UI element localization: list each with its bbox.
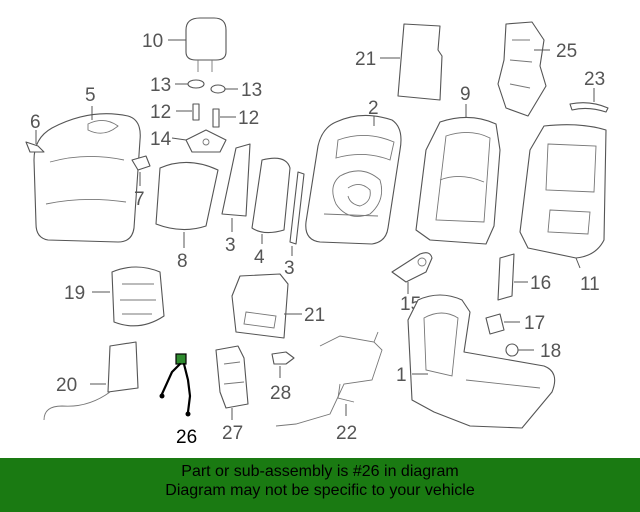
part-23-strip: 23 (569, 69, 609, 113)
part-2-seat-back-foam: 2 (305, 98, 402, 245)
part-15-handle: 15 (391, 252, 433, 315)
part-8-panel: 8 (155, 161, 219, 272)
part-1-seat-assembly: 1 (396, 294, 556, 429)
callout-4: 4 (254, 247, 265, 268)
callout-3-left: 3 (225, 235, 236, 256)
callout-13-left: 13 (150, 75, 171, 96)
part-14-bracket: 14 (150, 129, 227, 153)
part-7-clip: 7 (131, 155, 151, 210)
callout-1: 1 (396, 365, 407, 386)
callout-12-left: 12 (150, 102, 171, 123)
part-25-module: 25 (497, 21, 577, 117)
info-banner: Part or sub-assembly is #26 in diagram D… (0, 458, 640, 512)
callout-24: 21 (355, 49, 376, 70)
callout-8: 8 (177, 251, 188, 272)
callout-19: 19 (64, 283, 85, 304)
part-6-clip: 6 (25, 112, 45, 153)
callout-18: 16 (530, 273, 551, 294)
callout-16: 17 (524, 313, 545, 334)
callout-28: 28 (270, 383, 291, 404)
part-27-bracket: 27 (215, 345, 249, 444)
callout-9: 9 (460, 84, 471, 105)
callout-6: 6 (30, 112, 41, 133)
callout-2: 2 (368, 98, 379, 119)
part-12-pins: 12 12 (150, 102, 259, 129)
part-17-knob: 18 (505, 341, 561, 362)
callout-22: 22 (336, 423, 357, 444)
part-16-bracket: 17 (485, 313, 545, 335)
part-11-headrest: 10 (142, 17, 227, 72)
part-9-frame: 9 (415, 84, 501, 245)
part-3-pad-left: 3 (221, 143, 251, 256)
callout-23: 23 (584, 69, 605, 90)
part-10-back-panel: 11 (519, 124, 607, 295)
part-18-cover: 16 (497, 253, 551, 301)
callout-10: 11 (580, 274, 600, 295)
callout-13-right: 13 (241, 80, 262, 101)
callout-26: 26 (176, 427, 197, 448)
callout-7: 7 (134, 189, 145, 210)
part-19-module: 19 (64, 266, 165, 327)
callout-11: 10 (142, 31, 163, 52)
part-24-panel: 21 (355, 23, 443, 101)
callout-12-right: 12 (238, 108, 259, 129)
part-20-harness: 20 (43, 341, 139, 421)
callout-5: 5 (85, 85, 96, 106)
callout-20: 20 (56, 375, 77, 396)
callout-14: 14 (150, 129, 172, 150)
callout-3-right: 3 (284, 258, 295, 279)
part-13-guides: 13 13 (150, 75, 262, 101)
part-21-panel: 21 (231, 273, 325, 339)
part-4-pad: 4 (251, 157, 291, 268)
part-5-seat-back-cover: 5 (33, 85, 141, 243)
part-26-wiring-harness: 26 (159, 353, 197, 448)
banner-line-part-info: Part or sub-assembly is #26 in diagram (181, 463, 459, 480)
part-28-connector: 28 (270, 351, 295, 404)
callout-25: 25 (556, 41, 577, 62)
callout-21: 21 (304, 305, 325, 326)
banner-line-disclaimer: Diagram may not be specific to your vehi… (165, 482, 475, 499)
callout-17: 18 (540, 341, 561, 362)
part-3-strip-right: 3 (284, 171, 305, 279)
callout-27: 27 (222, 423, 243, 444)
parts-diagram: 10 13 13 12 12 14 5 6 (25, 17, 609, 448)
part-22-harness: 22 (275, 331, 383, 444)
